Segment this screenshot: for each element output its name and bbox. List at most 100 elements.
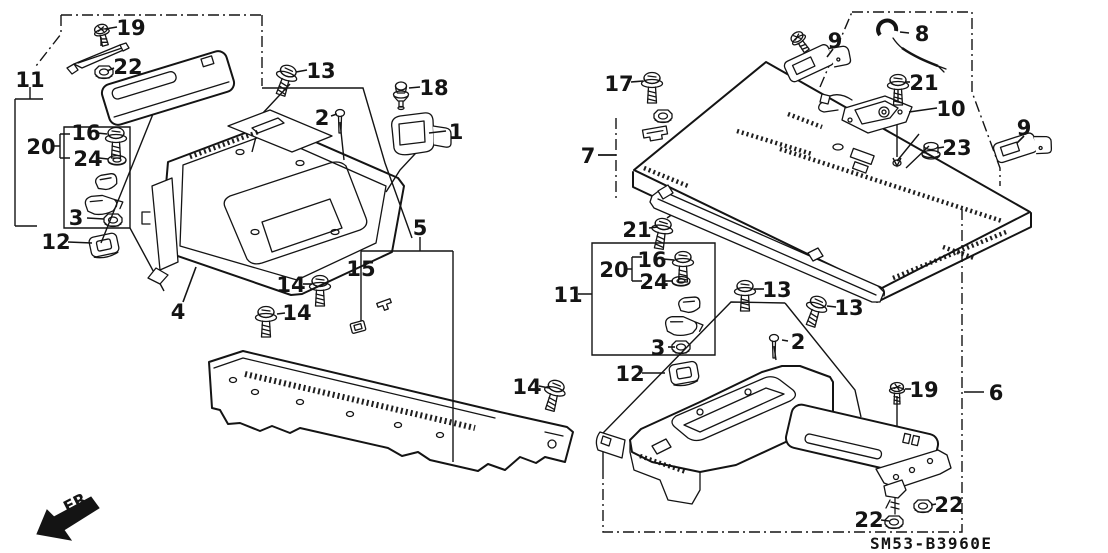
callout-20: 20: [599, 258, 628, 282]
callout-number: 9: [1017, 116, 1032, 140]
callout-number: 12: [41, 230, 70, 254]
callout-14: 14: [277, 301, 312, 325]
callout-24: 24: [73, 147, 108, 171]
callout-leader-line: [931, 504, 936, 505]
fr-direction-arrow: FR.: [37, 486, 99, 540]
console-tray-6: [596, 366, 833, 504]
callout-number: 16: [71, 121, 100, 145]
callout-number: 22: [934, 493, 963, 517]
callout-number: 18: [419, 76, 448, 100]
callout-15: 15: [346, 257, 375, 281]
callout-leader-line: [900, 32, 909, 33]
nut-icon: [94, 65, 114, 80]
hinge-bracket: [876, 450, 951, 514]
callout-6: 6: [964, 381, 1003, 405]
callout-number: 4: [171, 300, 186, 324]
callout-leader-line: [107, 68, 114, 71]
callout-number: 7: [581, 144, 596, 168]
hook-a-icon: [93, 170, 120, 193]
callout-leader-line: [881, 520, 889, 521]
callout-11: 11: [553, 283, 582, 307]
callout-leader-line: [827, 49, 833, 57]
callout-24: 24: [639, 270, 673, 294]
bolt-icon: [647, 216, 676, 252]
callout-18: 18: [409, 76, 449, 100]
callout-number: 9: [828, 29, 843, 53]
callout-number: 3: [69, 206, 84, 230]
callout-number: 20: [26, 135, 55, 159]
callout-22: 22: [107, 55, 143, 79]
callout-number: 8: [915, 22, 930, 46]
callout-leader-line: [429, 131, 446, 133]
callout-number: 19: [116, 16, 145, 40]
callout-3: 3: [69, 206, 104, 230]
callout-1: 1: [429, 120, 463, 144]
callout-14: 14: [512, 375, 549, 399]
callout-13: 13: [827, 296, 864, 320]
callout-19: 19: [905, 378, 939, 402]
nut-icon: [653, 109, 673, 124]
callout-12: 12: [615, 362, 665, 386]
callout-number: 6: [989, 381, 1004, 405]
callout-20: 20: [26, 135, 55, 159]
rear-shelf-panel: [209, 351, 573, 471]
lid-panel-left: [100, 49, 237, 127]
callout-number: 15: [346, 257, 375, 281]
hook-a-icon: [677, 294, 702, 315]
callout-3: 3: [651, 336, 675, 360]
callout-number: 2: [315, 106, 330, 130]
clip-icon: [376, 298, 394, 313]
pin-icon: [334, 108, 346, 134]
callout-leader-line: [1017, 136, 1024, 143]
callout-number: 22: [113, 55, 142, 79]
bolt-icon: [254, 305, 278, 338]
callout-number: 12: [615, 362, 644, 386]
screw-icon: [888, 381, 906, 405]
callout-number: 21: [622, 218, 651, 242]
nut-icon: [913, 499, 933, 514]
callout-number: 24: [639, 270, 668, 294]
callout-number: 24: [73, 147, 102, 171]
bolt-icon: [640, 71, 664, 104]
callout-leader-line: [277, 313, 285, 314]
bolt-icon: [733, 279, 757, 312]
callout-11: 11: [15, 68, 44, 92]
callout-9: 9: [1017, 116, 1032, 143]
callout-number: 19: [909, 378, 938, 402]
callout-23: 23: [938, 136, 972, 160]
callout-number: 14: [282, 301, 311, 325]
grommet-icon: [667, 360, 701, 389]
callout-number: 3: [651, 336, 666, 360]
callout-21: 21: [906, 71, 939, 95]
callout-leader-line: [663, 259, 674, 260]
callout-leader-line: [782, 340, 788, 341]
callout-number: 2: [791, 330, 806, 354]
callout-number: 10: [936, 97, 965, 121]
callout-leader-line: [99, 158, 108, 159]
nut-icon: [884, 515, 904, 530]
callout-21: 21: [622, 218, 658, 242]
callout-10: 10: [909, 97, 966, 121]
clip-b-icon: [641, 125, 669, 143]
callout-number: 16: [637, 248, 666, 272]
callout-number: 14: [512, 375, 541, 399]
callout-2: 2: [315, 106, 337, 130]
hook-b-icon: [664, 313, 705, 338]
callout-16: 16: [71, 121, 107, 145]
main-tray-4: [142, 110, 404, 295]
hook-b-icon: [83, 190, 125, 218]
callout-number: 11: [15, 68, 44, 92]
bolt-icon: [308, 274, 332, 307]
callout-13: 13: [296, 59, 336, 83]
callout-number: 11: [553, 283, 582, 307]
callout-16: 16: [637, 248, 674, 272]
latch-striker-9-right: [992, 127, 1054, 169]
callout-leader-line: [539, 386, 549, 388]
callout-number: 23: [942, 136, 971, 160]
callout-4: 4: [171, 267, 196, 324]
callout-14: 14: [276, 273, 312, 297]
callout-22: 22: [931, 493, 964, 517]
